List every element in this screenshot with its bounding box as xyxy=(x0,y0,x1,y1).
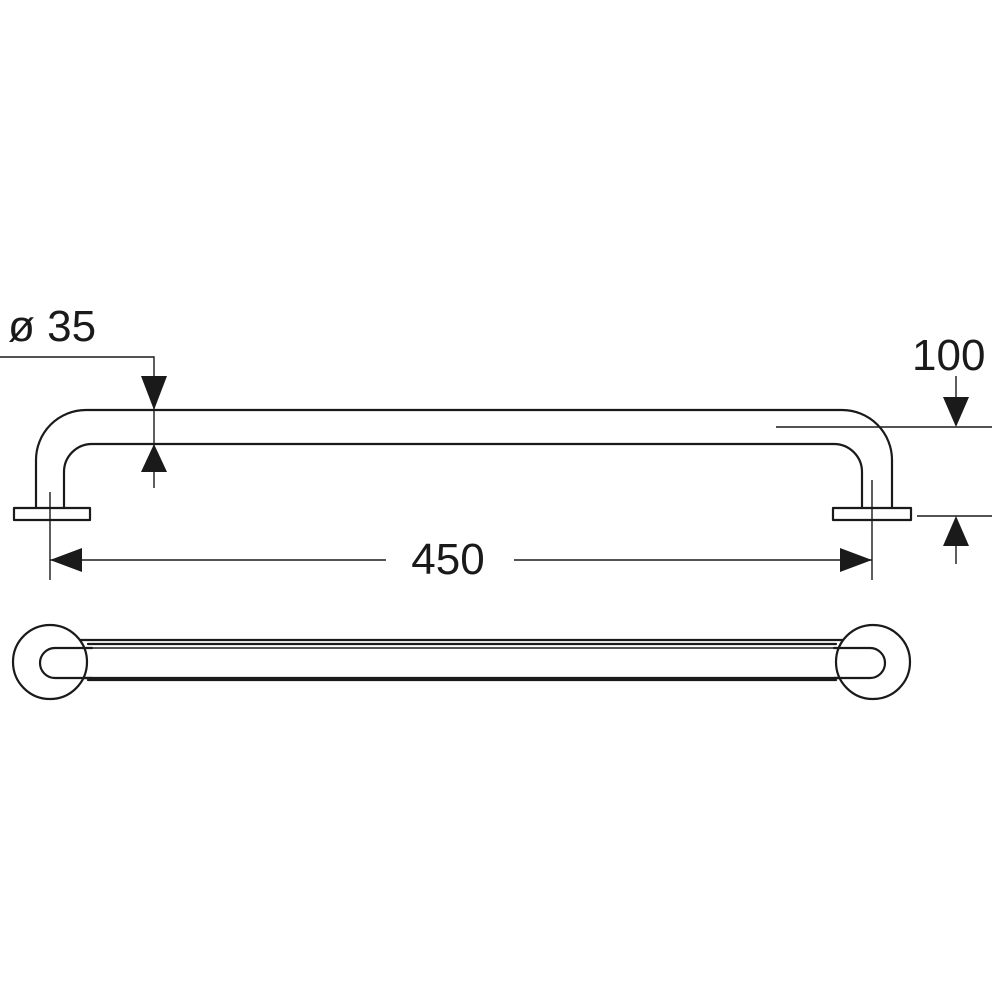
diameter-arrow-down xyxy=(141,376,167,410)
left-flange-side xyxy=(12,506,92,522)
diameter-dimension: ø 35 xyxy=(0,302,167,488)
diameter-label: ø 35 xyxy=(8,302,96,351)
length-dimension: 450 xyxy=(49,480,873,585)
tube-inner-contour xyxy=(62,442,864,510)
right-tube-end xyxy=(832,646,887,680)
left-rosette xyxy=(11,623,89,701)
length-label: 450 xyxy=(411,535,484,584)
left-tube-end xyxy=(38,646,94,680)
bar-outer-contour xyxy=(26,638,900,680)
projection-label: 100 xyxy=(912,331,985,380)
diameter-leader-line xyxy=(0,356,155,376)
length-arrow-left xyxy=(50,548,82,572)
tube-outer-contour xyxy=(34,408,894,510)
projection-arrow-down xyxy=(943,397,969,427)
projection-arrow-up xyxy=(943,516,969,546)
length-label-gap xyxy=(386,535,514,585)
projection-dimension: 100 xyxy=(776,331,992,564)
length-arrow-right xyxy=(840,548,872,572)
right-rosette xyxy=(834,623,912,701)
grab-bar-top-view xyxy=(11,623,912,701)
diameter-arrow-up xyxy=(141,444,167,472)
